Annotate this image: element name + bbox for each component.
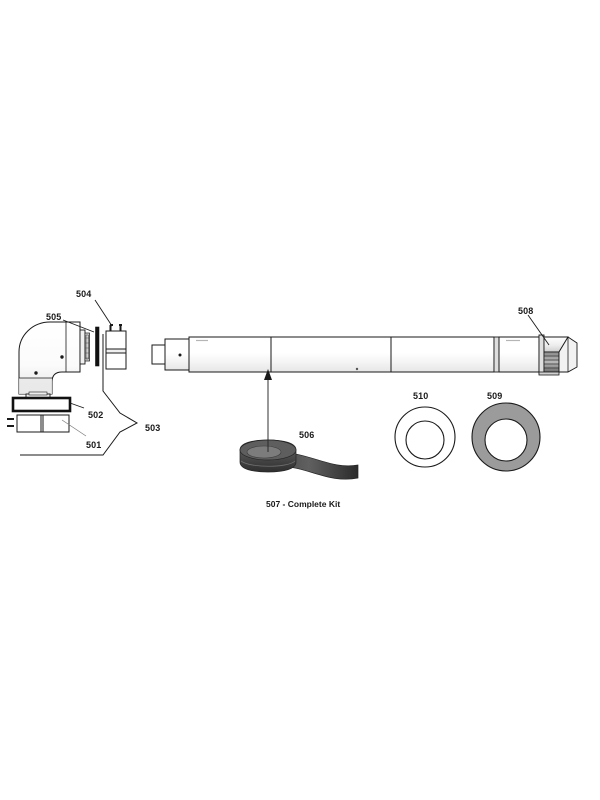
callout-label-505: 505 — [46, 312, 62, 322]
tube-barrel-section-b — [270, 336, 392, 373]
tube-barrel-section-c — [390, 336, 495, 373]
elbow-assembly-group — [7, 321, 139, 456]
sealing-tape-roll-part — [239, 439, 359, 480]
wall-bracket-clip-part — [105, 324, 127, 370]
tube-barrel-section-a — [188, 336, 272, 373]
tape-leader-arrow — [264, 369, 272, 440]
complete-kit-caption: 507 - Complete Kit — [266, 499, 341, 509]
leader-lines-left — [61, 299, 113, 437]
tube-joint-ring — [493, 336, 500, 373]
callout-label-502: 502 — [88, 410, 104, 420]
callout-label-504: 504 — [76, 289, 92, 299]
inner-sealing-ring-part — [394, 406, 456, 468]
cowl-ribbed-core — [543, 351, 560, 373]
callout-label-510: 510 — [413, 391, 429, 401]
tube-barrel-section-d — [498, 336, 540, 373]
terminal-cowl-outlet-part — [538, 334, 578, 376]
callout-label-509: 509 — [487, 391, 503, 401]
elbow-seal-strip-part — [95, 326, 100, 367]
callout-label-506: 506 — [299, 430, 315, 440]
callout-label-501: 501 — [86, 440, 102, 450]
outer-sealing-ring-part — [471, 402, 541, 472]
group-503-bracket — [20, 334, 139, 456]
sealing-gasket-bar-part — [11, 396, 72, 413]
horizontal-flue-tube — [151, 314, 578, 376]
callout-label-508: 508 — [518, 306, 534, 316]
tube-left-spigot — [151, 344, 166, 365]
terminal-collar-bracket-part — [7, 414, 70, 433]
tube-left-collar — [164, 338, 190, 371]
elbow-body-part — [18, 321, 90, 405]
callout-label-503: 503 — [145, 423, 161, 433]
elbow-spigot-detail — [84, 332, 90, 362]
